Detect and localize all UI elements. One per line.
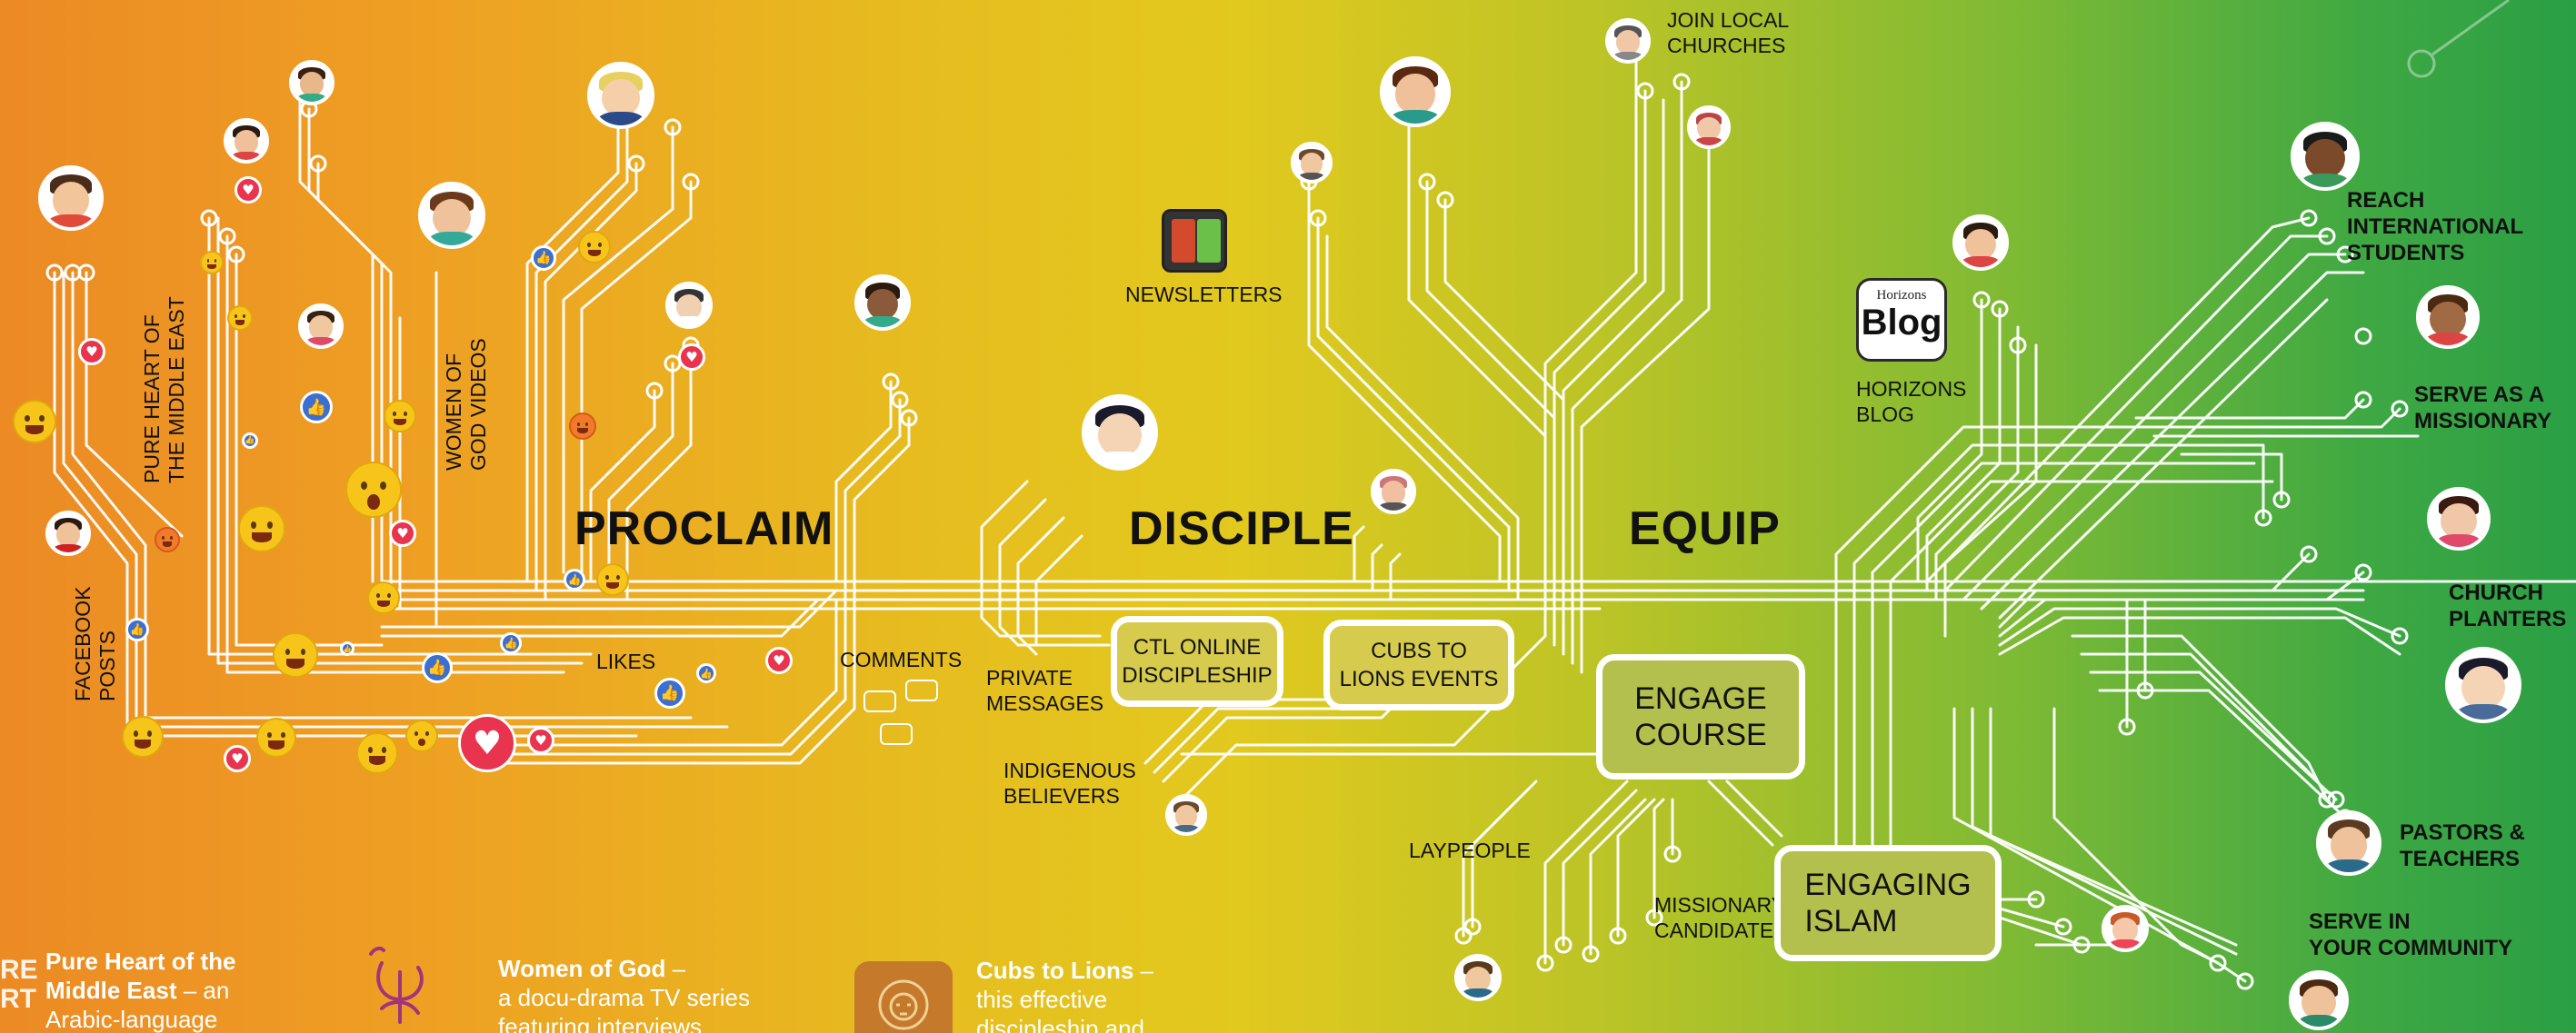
heart-icon: ♥	[78, 338, 105, 365]
avatar-icon	[38, 165, 104, 231]
like-icon: 👍	[500, 632, 522, 654]
pure-heart-description: Pure Heart of the Middle East – an Arabi…	[45, 948, 236, 1033]
emoji-icon	[569, 412, 596, 440]
avatar-icon	[1082, 394, 1158, 471]
emoji-icon	[596, 563, 629, 596]
stage-equip: EQUIP	[1629, 502, 1781, 555]
avatar-icon	[2102, 905, 2149, 952]
heart-icon: ♥	[678, 343, 705, 371]
heart-icon: ♥	[224, 745, 251, 772]
emoji-icon	[405, 720, 438, 752]
women-of-god-logo	[354, 936, 442, 1033]
women-of-god-description: Women of God – a docu-drama TV series fe…	[498, 955, 750, 1033]
avatar-icon	[418, 182, 485, 249]
like-icon: 👍	[340, 641, 354, 656]
avatar-icon	[1165, 794, 1207, 836]
avatar-icon	[1291, 142, 1333, 184]
avatar-icon	[2445, 647, 2521, 723]
heart-icon: ♥	[235, 176, 262, 204]
emoji-icon	[200, 251, 224, 274]
horizons-blog-logo: Horizons Blog	[1856, 278, 1947, 362]
likes-label: LIKES	[596, 650, 656, 673]
avatar-icon	[854, 274, 911, 331]
comment-bubble-icon	[864, 690, 896, 712]
lion-logo-icon	[854, 961, 953, 1033]
comment-bubble-icon	[905, 680, 938, 701]
avatar-icon	[2289, 970, 2349, 1030]
laypeople-label: LAYPEOPLE	[1409, 839, 1531, 862]
avatar-icon	[1371, 469, 1416, 514]
heart-icon: ♥	[765, 647, 793, 674]
like-icon: 👍	[125, 618, 149, 641]
avatar-icon	[298, 303, 344, 349]
heart-icon: ♥	[458, 714, 516, 772]
newsletter-phone-icon	[1162, 209, 1227, 273]
stage-disciple: DISCIPLE	[1129, 502, 1354, 555]
avatar-icon	[1454, 954, 1502, 1001]
emoji-icon	[122, 716, 164, 758]
like-icon: 👍	[696, 663, 716, 683]
like-icon: 👍	[242, 432, 258, 449]
like-icon: 👍	[300, 391, 333, 423]
avatar-icon	[1952, 214, 2009, 271]
heart-icon: ♥	[389, 520, 416, 547]
like-icon: 👍	[564, 569, 585, 591]
avatar-icon	[1687, 105, 1731, 149]
avatar-icon	[665, 282, 713, 329]
pastors-teachers-label: PASTORS &TEACHERS	[2400, 820, 2525, 871]
newsletters-label: NEWSLETTERS	[1125, 283, 1283, 306]
like-icon: 👍	[654, 678, 685, 709]
avatar-icon	[1605, 18, 1651, 64]
emoji-icon	[384, 400, 416, 432]
emoji-icon	[367, 581, 400, 614]
like-icon: 👍	[422, 652, 453, 683]
avatar-icon	[2316, 810, 2381, 876]
avatar-icon	[224, 118, 269, 164]
cubs-to-lions-description: Cubs to Lions – this effective disciples…	[976, 957, 1154, 1033]
emoji-icon	[356, 732, 398, 774]
emoji-icon	[227, 305, 253, 331]
heart-icon: ♥	[527, 727, 554, 754]
comment-bubble-icon	[880, 723, 913, 745]
emoji-icon	[578, 231, 611, 263]
emoji-icon	[345, 462, 402, 518]
avatar-icon	[2427, 487, 2491, 551]
avatar-icon	[1380, 56, 1451, 127]
comments-label: COMMENTS	[840, 648, 963, 671]
emoji-icon	[13, 400, 56, 443]
emoji-icon	[256, 718, 296, 758]
emoji-icon	[155, 527, 180, 552]
avatar-icon	[2416, 285, 2480, 349]
stage-proclaim: PROCLAIM	[574, 502, 834, 555]
avatar-icon	[587, 62, 654, 129]
avatar-icon	[45, 511, 91, 556]
emoji-icon	[238, 505, 285, 552]
emoji-icon	[273, 632, 318, 678]
avatar-icon	[2291, 122, 2360, 191]
like-icon: 👍	[531, 245, 556, 271]
avatar-icon	[289, 60, 334, 105]
